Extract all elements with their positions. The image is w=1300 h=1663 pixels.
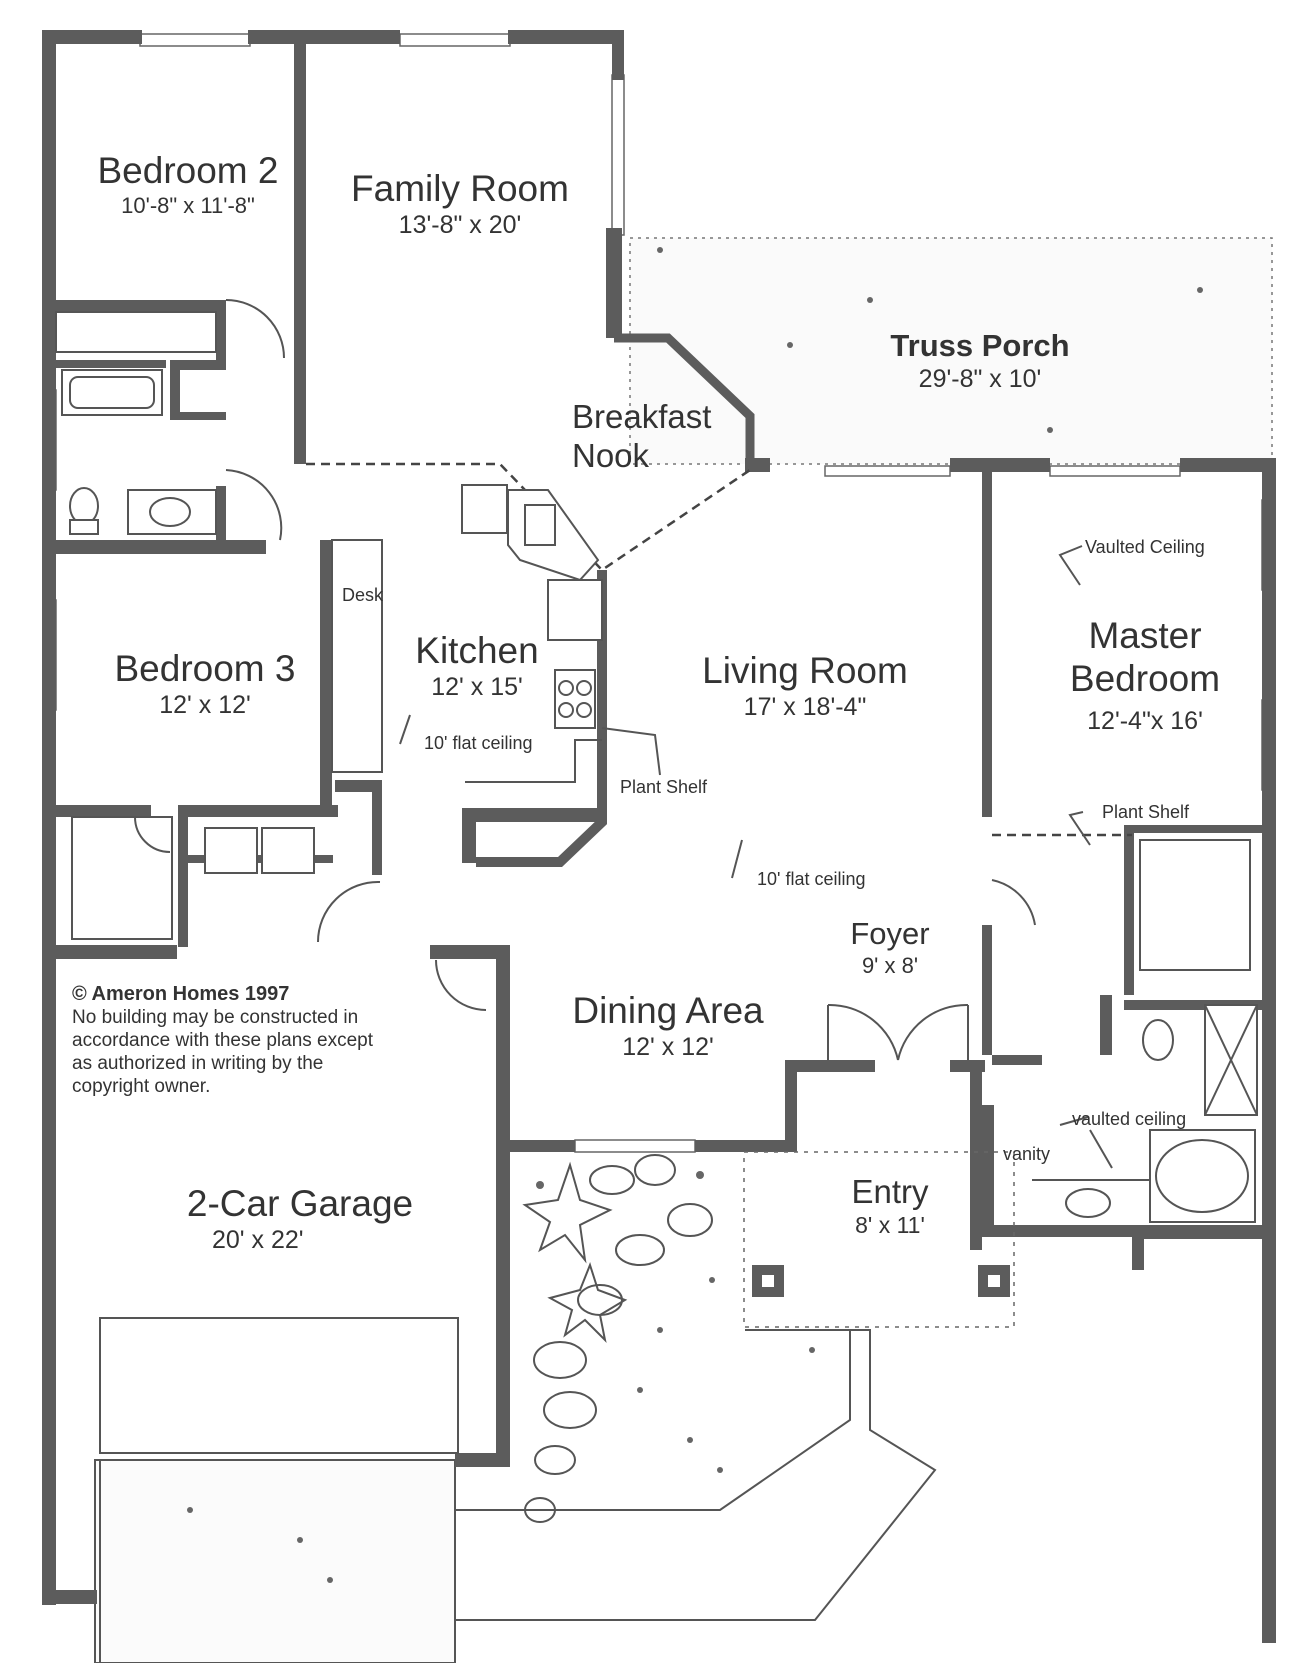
living-room-dims: 17' x 18'-4" bbox=[743, 693, 867, 721]
bedroom2-label: Bedroom 2 10'-8" x 11'-8" bbox=[78, 152, 298, 217]
copyright-line1: No building may be constructed in bbox=[72, 1007, 359, 1028]
copyright-line4: copyright owner. bbox=[72, 1076, 211, 1097]
breakfast-nook-line2: Nook bbox=[572, 437, 650, 474]
master-bedroom-line2: Bedroom bbox=[1069, 658, 1221, 699]
living-ceiling-note: 10' flat ceiling bbox=[757, 869, 866, 889]
master-plant-shelf-note: Plant Shelf bbox=[1102, 802, 1190, 822]
living-room-name: Living Room bbox=[702, 650, 908, 691]
kitchen-label: Kitchen 12' x 15' bbox=[402, 632, 552, 700]
foyer-name: Foyer bbox=[850, 916, 930, 951]
copyright-notice: © Ameron Homes 1997 No building may be c… bbox=[72, 983, 452, 1098]
master-bedroom-dims: 12'-4"x 16' bbox=[1087, 707, 1203, 735]
living-room-label: Living Room 17' x 18'-4" bbox=[680, 652, 930, 720]
garage-dims: 20' x 22' bbox=[212, 1226, 304, 1254]
driveway bbox=[94, 1459, 456, 1663]
entry-dims: 8' x 11' bbox=[855, 1212, 925, 1238]
dining-area-label: Dining Area 12' x 12' bbox=[548, 992, 788, 1060]
kitchen-dims: 12' x 15' bbox=[431, 673, 523, 701]
porch-stipple bbox=[629, 237, 1273, 465]
garage-name: 2-Car Garage bbox=[186, 1183, 414, 1224]
dining-area-name: Dining Area bbox=[572, 990, 764, 1031]
kitchen-ceiling-note: 10' flat ceiling bbox=[424, 733, 533, 753]
family-room-name: Family Room bbox=[351, 168, 569, 209]
foyer-label: Foyer 9' x 8' bbox=[830, 918, 950, 977]
truss-porch-label: Truss Porch 29'-8" x 10' bbox=[865, 330, 1095, 392]
copyright-line3: as authorized in writing by the bbox=[72, 1053, 324, 1074]
foyer-dims: 9' x 8' bbox=[861, 953, 919, 978]
copyright-line2: accordance with these plans except bbox=[72, 1030, 374, 1051]
breakfast-nook-line1: Breakfast bbox=[572, 398, 712, 435]
bedroom2-name: Bedroom 2 bbox=[97, 150, 279, 191]
truss-porch-dims: 29'-8" x 10' bbox=[918, 365, 1042, 393]
vanity-note: vanity bbox=[1003, 1144, 1051, 1164]
bedroom3-dims: 12' x 12' bbox=[159, 691, 251, 719]
pointers bbox=[399, 545, 1113, 1169]
breakfast-nook-label: Breakfast Nook bbox=[572, 400, 742, 472]
bedroom3-label: Bedroom 3 12' x 12' bbox=[95, 650, 315, 718]
fixtures bbox=[55, 299, 1258, 1454]
truss-porch-name: Truss Porch bbox=[890, 328, 1070, 363]
bedroom3-name: Bedroom 3 bbox=[114, 648, 296, 689]
bath-vaulted-note: vaulted ceiling bbox=[1072, 1109, 1187, 1129]
kitchen-plant-shelf-note: Plant Shelf bbox=[620, 777, 708, 797]
garage-label: 2-Car Garage 20' x 22' bbox=[160, 1185, 440, 1253]
landscaping bbox=[187, 247, 1203, 1583]
dashed-lines bbox=[306, 462, 1132, 837]
family-room-dims: 13'-8" x 20' bbox=[398, 211, 522, 239]
master-bedroom-line1: Master bbox=[1088, 615, 1202, 656]
kitchen-name: Kitchen bbox=[415, 630, 539, 671]
dining-area-dims: 12' x 12' bbox=[622, 1033, 714, 1061]
walls bbox=[42, 30, 1276, 1643]
desk-note: Desk bbox=[342, 585, 384, 605]
family-room-label: Family Room 13'-8" x 20' bbox=[330, 170, 590, 238]
entry-label: Entry 8' x 11' bbox=[830, 1175, 950, 1237]
master-bedroom-label: Master Bedroom 12'-4"x 16' bbox=[1060, 617, 1230, 734]
copyright-heading: © Ameron Homes 1997 bbox=[72, 983, 290, 1005]
walkway bbox=[454, 1329, 937, 1621]
bedroom2-dims: 10'-8" x 11'-8" bbox=[121, 193, 255, 218]
entry-name: Entry bbox=[851, 1173, 929, 1210]
master-vaulted-note: Vaulted Ceiling bbox=[1085, 537, 1205, 557]
